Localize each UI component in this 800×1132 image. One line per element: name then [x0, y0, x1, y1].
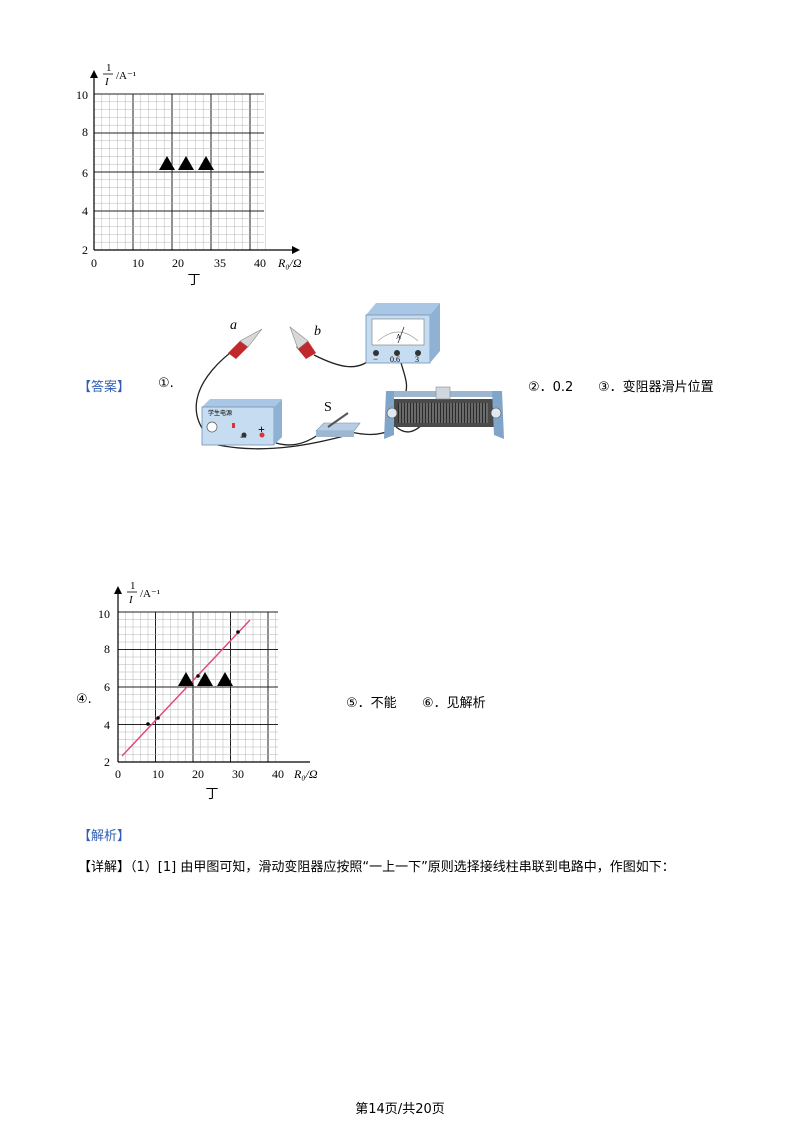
graph-1-ytick: 2 — [82, 243, 88, 257]
graph-2: 1 I /A⁻¹ 10 8 6 4 2 0 10 20 30 40 R₀/Ω 丁 — [98, 580, 318, 801]
ammeter-3: 3 — [415, 355, 419, 364]
page-footer: 第14页/共20页 — [355, 1102, 445, 1117]
graph-2-ytick: 8 — [104, 642, 110, 656]
ammeter-06: 0.6 — [390, 355, 400, 364]
ammeter-minus: − — [373, 354, 378, 364]
triangle-mark — [217, 672, 233, 686]
graph-1: 1 I /A⁻¹ 10 8 6 4 2 0 10 20 35 40 R₀/Ω 丁 — [76, 62, 302, 287]
graph-2-ytick: 2 — [104, 755, 110, 769]
ammeter-letter: A — [396, 333, 401, 341]
graph-2-ytick: 4 — [104, 718, 110, 732]
triangle-mark — [178, 156, 194, 170]
graph-2-xtick: 10 — [152, 767, 164, 781]
graph-1-ylabel-unit: /A⁻¹ — [116, 70, 136, 82]
graph-2-ytick: 10 — [98, 607, 110, 621]
clip-a-label: a — [230, 318, 237, 333]
graph-1-xlabel: R₀/Ω — [277, 256, 302, 270]
graph-1-ylabel-num: 1 — [106, 62, 112, 74]
power-supply: 学生电源 − + — [201, 399, 282, 446]
graph-2-ylabel-num: 1 — [130, 580, 136, 592]
triangle-mark — [198, 156, 214, 170]
graph-1-grid — [93, 93, 266, 251]
graph-2-xtick: 0 — [115, 767, 121, 781]
ammeter: A − 0.6 3 — [365, 303, 440, 364]
data-point — [146, 722, 150, 726]
power-plus: + — [258, 422, 265, 436]
graph-2-caption: 丁 — [205, 786, 218, 801]
answer-item-3: ③．变阻器滑片位置 — [598, 380, 714, 395]
rheostat — [384, 386, 504, 439]
clip-b-label: b — [314, 324, 321, 339]
graph-2-xlabel: R₀/Ω — [293, 767, 318, 781]
graph-1-ylabel-den: I — [104, 76, 110, 88]
triangle-mark — [159, 156, 175, 170]
answer-item-5: ⑤．不能 — [346, 696, 397, 711]
answer-item-2: ②．0.2 — [528, 380, 574, 395]
detail-label: 【详解】 — [78, 860, 131, 875]
graph-2-ylabel-den: I — [128, 594, 134, 606]
graph-1-xtick: 20 — [172, 256, 184, 270]
graph-2-xtick: 20 — [192, 767, 204, 781]
graph-1-ytick: 8 — [82, 125, 88, 139]
graph-2-xtick: 30 — [232, 767, 244, 781]
detail-text: （1）[1] 由甲图可知，滑动变阻器应按照“一上一下”原则选择接线柱串联到电路中… — [130, 860, 675, 875]
triangle-mark — [178, 672, 194, 686]
graph-1-ytick: 4 — [82, 204, 88, 218]
graph-2-ytick: 6 — [104, 680, 110, 694]
graph-1-ytick: 6 — [82, 166, 88, 180]
graph-1-y-arrow — [90, 70, 98, 78]
wire — [275, 434, 319, 446]
answer-item-1: ①. — [158, 376, 174, 391]
answer-item-4: ④. — [76, 692, 92, 707]
wire — [313, 354, 374, 368]
graph-2-ylabel-unit: /A⁻¹ — [140, 588, 160, 600]
graph-1-xtick: 0 — [91, 256, 97, 270]
graph-1-caption: 丁 — [187, 272, 200, 287]
power-title: 学生电源 — [208, 409, 232, 417]
graph-2-grid — [117, 611, 278, 763]
clip-b: b — [289, 324, 321, 359]
switch-label: S — [324, 400, 332, 415]
data-point — [236, 630, 240, 634]
graph-2-y-arrow — [114, 586, 122, 594]
switch: S — [315, 400, 361, 437]
data-point — [156, 716, 160, 720]
clip-a: a — [228, 318, 263, 359]
graph-1-xtick: 40 — [254, 256, 266, 270]
triangle-mark — [197, 672, 213, 686]
graph-1-xtick: 35 — [214, 256, 226, 270]
circuit-diagram: a b A − 0.6 3 学生电源 − + — [195, 303, 504, 450]
graph-2-xtick: 40 — [272, 767, 284, 781]
answer-label: 【答案】 — [78, 380, 131, 395]
graph-1-ytick: 10 — [76, 88, 88, 102]
answer-item-6: ⑥．见解析 — [422, 696, 486, 711]
fit-line — [121, 619, 251, 757]
analysis-label: 【解析】 — [78, 829, 131, 844]
graph-1-xtick: 10 — [132, 256, 144, 270]
data-point — [196, 674, 200, 678]
graph-1-x-arrow — [292, 246, 300, 254]
